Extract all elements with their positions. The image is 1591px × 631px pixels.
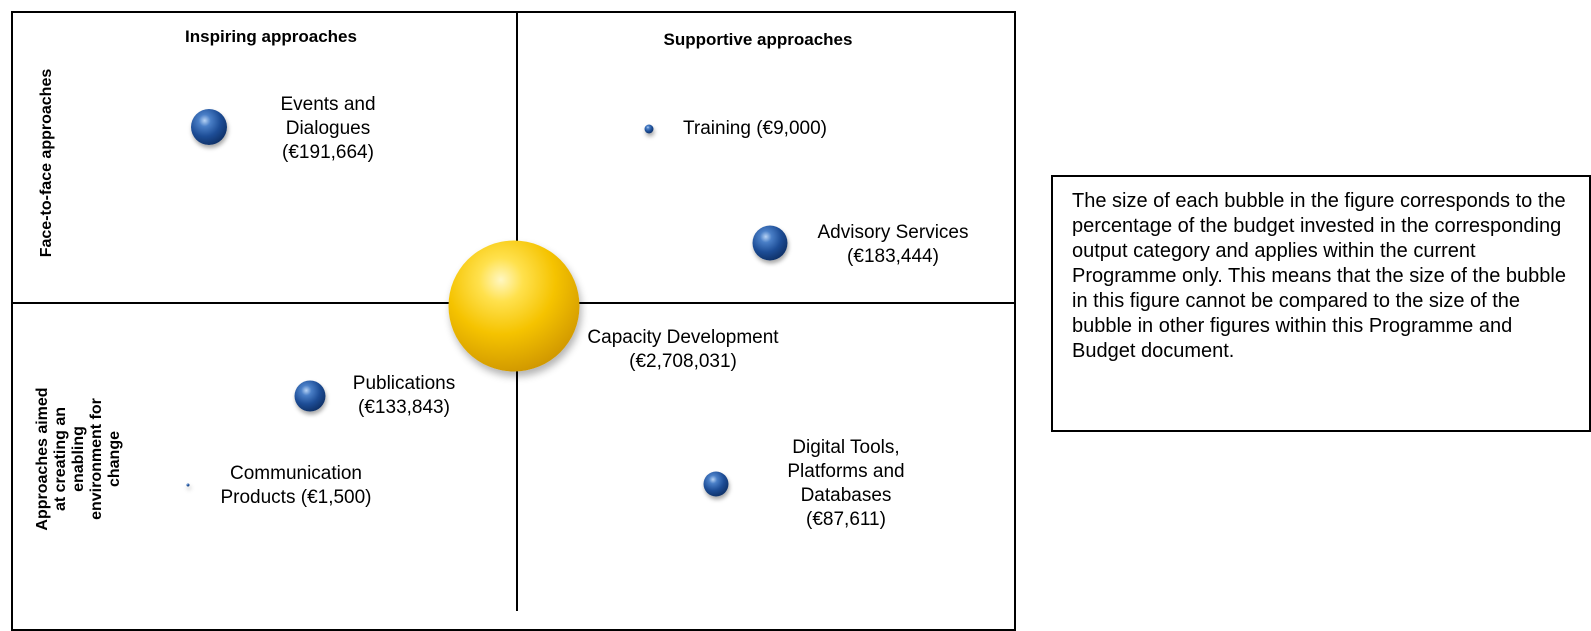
capacity-development-label: Capacity Development (€2,708,031) xyxy=(587,326,778,374)
label-line: Events and xyxy=(280,94,376,115)
explanatory-note: The size of each bubble in the figure co… xyxy=(1051,175,1591,432)
enabling-environment-header-line: Approaches aimed xyxy=(34,387,51,531)
label-line: Databases xyxy=(800,485,892,506)
digital-tools-label: Digital Tools, Platforms and Databases (… xyxy=(787,436,904,532)
enabling-environment-header-line: at creating an xyxy=(52,406,69,512)
label-line: (€191,664) xyxy=(282,142,374,163)
digital-tools-bubble xyxy=(703,471,729,497)
face-to-face-header-line: Face-to-face approaches xyxy=(38,68,55,258)
label-line: Publications xyxy=(352,373,456,394)
enabling-environment-header: Approaches aimed at creating an enabling… xyxy=(34,387,124,530)
events-dialogues-bubble xyxy=(191,109,227,145)
label-line: Capacity Development xyxy=(587,327,779,348)
label-line: (€133,843) xyxy=(358,397,450,418)
enabling-environment-header-line: change xyxy=(106,431,123,488)
label-line: (€2,708,031) xyxy=(629,351,737,372)
label-line: Digital Tools, xyxy=(792,437,900,458)
label-line: Training (€9,000) xyxy=(683,118,827,139)
advisory-services-label: Advisory Services (€183,444) xyxy=(818,221,969,269)
label-line: Communication xyxy=(230,463,362,484)
enabling-environment-header-line: enabling xyxy=(70,426,87,492)
training-bubble xyxy=(644,124,654,134)
communication-products-bubble xyxy=(186,483,190,487)
supportive-approaches-header: Supportive approaches xyxy=(663,30,853,49)
events-dialogues-label: Events and Dialogues (€191,664) xyxy=(280,93,375,165)
training-label: Training (€9,000) xyxy=(683,117,827,141)
face-to-face-header: Face-to-face approaches xyxy=(38,69,56,258)
publications-label: Publications (€133,843) xyxy=(353,372,455,420)
label-line: Platforms and xyxy=(787,461,905,482)
communication-products-label: Communication Products (€1,500) xyxy=(220,462,371,510)
capacity-development-bubble xyxy=(448,240,580,372)
advisory-services-bubble xyxy=(752,225,788,261)
publications-bubble xyxy=(294,380,326,412)
label-line: Advisory Services xyxy=(817,222,969,243)
label-line: Products (€1,500) xyxy=(220,487,372,508)
enabling-environment-header-line: environment for xyxy=(88,398,105,520)
label-line: Dialogues xyxy=(285,118,371,139)
inspiring-approaches-header: Inspiring approaches xyxy=(185,27,357,46)
label-line: (€87,611) xyxy=(806,509,886,530)
label-line: (€183,444) xyxy=(847,246,939,267)
